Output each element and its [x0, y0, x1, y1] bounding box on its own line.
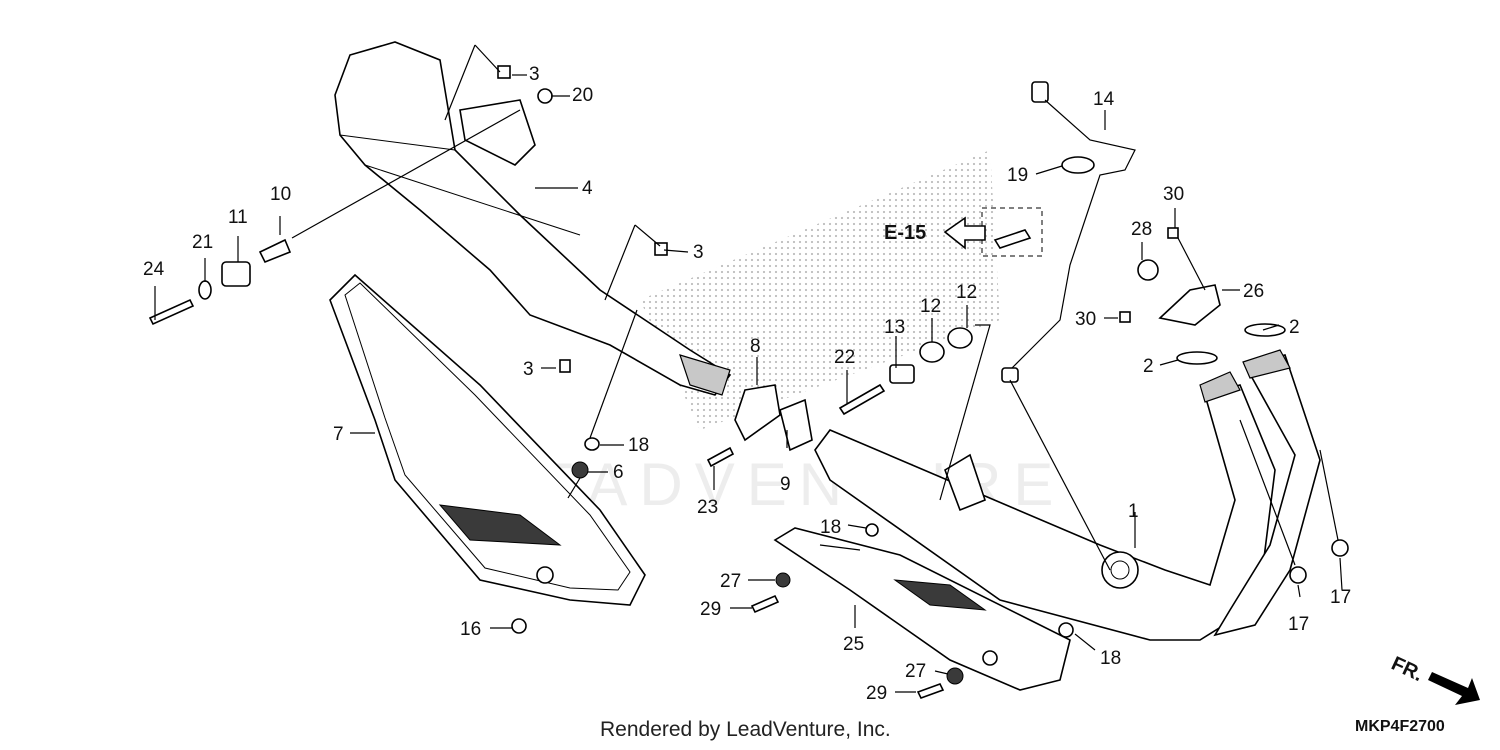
reference-label: E-15 — [884, 222, 926, 244]
front-direction-indicator: FR. — [1388, 653, 1480, 705]
callout-13: 13 — [884, 317, 905, 338]
reference-dot-field — [640, 150, 1000, 430]
diagram-code: MKP4F2700 — [1355, 718, 1445, 735]
callout-19: 19 — [1007, 165, 1028, 186]
exhaust-pipe-assembly — [814, 349, 1321, 641]
reference-arrow-e15: E-15 — [884, 216, 986, 250]
callout-labels: 3 20 4 10 11 21 24 3 3 18 6 7 16 8 9 22 … — [143, 64, 1351, 704]
footer-credit: Rendered by LeadVenture, Inc. — [600, 718, 891, 741]
callout-27: 27 — [720, 571, 741, 592]
callout-9: 9 — [780, 474, 791, 495]
callout-11: 11 — [228, 207, 248, 228]
lower-heat-shield-part — [773, 527, 1071, 691]
callout-25: 25 — [843, 634, 864, 655]
callout-20: 20 — [572, 85, 593, 106]
callout-14: 14 — [1093, 89, 1115, 110]
callout-8: 8 — [750, 336, 761, 357]
muffler-cover-part — [329, 273, 646, 606]
callout-26: 26 — [1243, 281, 1264, 302]
callout-18: 18 — [628, 435, 649, 456]
callout-18: 18 — [820, 517, 841, 538]
leader-lines — [154, 44, 1343, 693]
callout-2: 2 — [1289, 317, 1300, 338]
callout-27: 27 — [905, 661, 926, 682]
callout-30: 30 — [1075, 309, 1096, 330]
callout-17: 17 — [1288, 614, 1309, 635]
callout-28: 28 — [1131, 219, 1152, 240]
callout-3: 3 — [523, 359, 534, 380]
callout-10: 10 — [270, 184, 291, 205]
callout-16: 16 — [460, 619, 481, 640]
callout-3: 3 — [693, 242, 704, 263]
callout-24: 24 — [143, 259, 165, 280]
callout-3: 3 — [529, 64, 540, 85]
callout-21: 21 — [192, 232, 213, 253]
callout-17: 17 — [1330, 587, 1351, 608]
muffler-part — [334, 41, 732, 396]
callout-12: 12 — [956, 282, 977, 303]
callout-4: 4 — [582, 178, 593, 199]
callout-30: 30 — [1163, 184, 1184, 205]
front-direction-label: FR. — [1388, 653, 1426, 687]
callout-29: 29 — [700, 599, 721, 620]
small-hardware — [148, 65, 1349, 699]
callout-18: 18 — [1100, 648, 1121, 669]
callout-29: 29 — [866, 683, 887, 704]
callout-7: 7 — [333, 424, 344, 445]
callout-12: 12 — [920, 296, 941, 317]
callout-1: 1 — [1128, 501, 1139, 522]
callout-23: 23 — [697, 497, 718, 518]
callout-6: 6 — [613, 462, 624, 483]
callout-2: 2 — [1143, 356, 1154, 377]
callout-22: 22 — [834, 347, 855, 368]
